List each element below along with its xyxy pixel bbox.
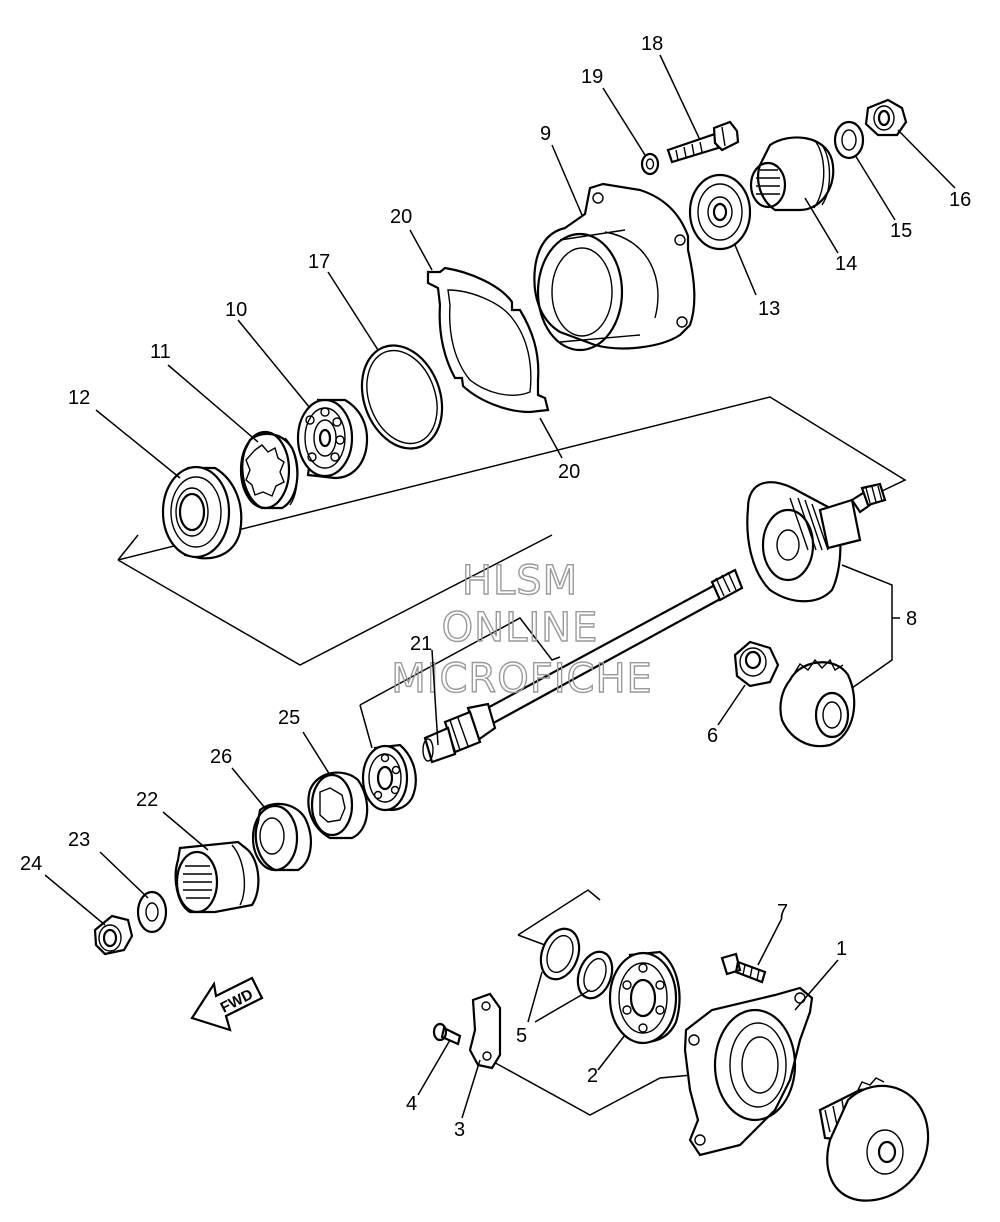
callout-leaders [44,54,956,1119]
callout-20-bottom: 20 [558,461,580,483]
part-14-bushing[interactable] [749,136,835,212]
part-17-o-ring[interactable] [348,334,456,460]
part-23-washer[interactable] [136,890,168,934]
part-24-nut[interactable] [93,914,134,956]
callout-3: 3 [454,1119,465,1141]
part-16-nut[interactable] [864,98,908,137]
watermark-line2: ONLINE [442,605,599,651]
part-12-bearing[interactable] [161,465,243,560]
callout-8: 8 [906,608,917,630]
part-2-bearing[interactable] [608,950,681,1045]
callout-1: 1 [836,938,847,960]
part-22-needle-bushing[interactable] [174,840,260,914]
fwd-arrow: FWD [190,976,264,1032]
callout-2: 2 [587,1065,598,1087]
assembly-guide-lines [117,396,907,1116]
callout-15: 15 [890,220,912,242]
part-4-screw[interactable] [432,1022,462,1046]
callout-5: 5 [516,1025,527,1047]
part-6-nut[interactable] [733,640,780,688]
watermark: HLSM ONLINE MICROFICHE [390,557,653,702]
callout-11: 11 [150,341,171,363]
part-18-bolt[interactable] [666,120,740,164]
part-3-lock-plate[interactable] [468,992,502,1070]
callout-21: 21 [410,633,432,655]
callout-9: 9 [540,123,551,145]
part-8-bevel-gear-set[interactable] [746,481,887,748]
watermark-line1: HLSM [462,558,578,604]
part-25-bearing[interactable] [307,743,417,840]
part-19-washer[interactable] [640,152,660,176]
callout-23: 23 [68,829,90,851]
part-10-bearing[interactable] [296,398,369,480]
callout-25: 25 [278,707,300,729]
part-13-bearing[interactable] [688,173,752,251]
callout-17: 17 [308,251,330,273]
part-15-washer[interactable] [833,120,865,160]
callout-4: 4 [406,1093,417,1115]
part-7-bolt[interactable] [720,952,767,984]
callout-7: 7 [777,901,788,923]
part-11-splined-collar[interactable] [239,430,299,510]
callout-12: 12 [68,387,90,409]
callout-18: 18 [641,33,663,55]
callout-16: 16 [949,189,971,211]
callout-10: 10 [225,299,247,321]
callout-14: 14 [835,253,857,275]
part-1-housing[interactable] [683,986,930,1202]
part-26-seal[interactable] [251,802,312,872]
callout-13: 13 [758,298,780,320]
callout-19: 19 [581,66,603,88]
part-20-gasket[interactable] [426,266,550,414]
callout-26: 26 [210,746,232,768]
callout-24: 24 [20,853,42,875]
part-5-shims[interactable] [534,923,618,1003]
callout-20-top: 20 [390,206,412,228]
callout-6: 6 [707,725,718,747]
part-9-housing[interactable] [533,182,696,352]
callout-22: 22 [136,789,158,811]
watermark-line3: MICROFICHE [391,656,653,702]
part-21-drive-shaft[interactable] [422,568,744,764]
callout-labels: 1 2 3 4 5 6 7 8 9 10 11 12 13 14 15 16 1… [20,33,971,1141]
